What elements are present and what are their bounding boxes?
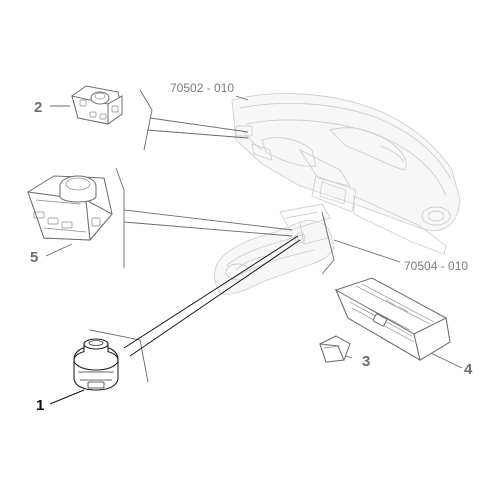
reference-dashboard: 70502 - 010: [170, 81, 234, 95]
part-5-rotary-controller: [27, 175, 113, 242]
callout-labels: 2 5 1 3 4: [30, 99, 473, 414]
callout-part-5: 5: [30, 249, 38, 266]
part-3-clip: [319, 335, 351, 363]
reference-console: 70504 - 010: [404, 259, 468, 273]
part-1-knob-button: [73, 338, 119, 391]
center-console-assembly: [214, 203, 335, 295]
callout-part-3: 3: [362, 353, 370, 370]
reference-labels: 70502 - 010 70504 - 010: [170, 81, 468, 273]
dashboard-assembly: [231, 93, 461, 255]
callout-part-2: 2: [34, 99, 42, 116]
callout-part-1: 1: [36, 397, 44, 414]
callout-part-4: 4: [464, 361, 473, 378]
part-2-light-switch: [71, 85, 123, 125]
part-4-air-vent: [334, 277, 451, 362]
leader-lines: [45, 89, 463, 405]
